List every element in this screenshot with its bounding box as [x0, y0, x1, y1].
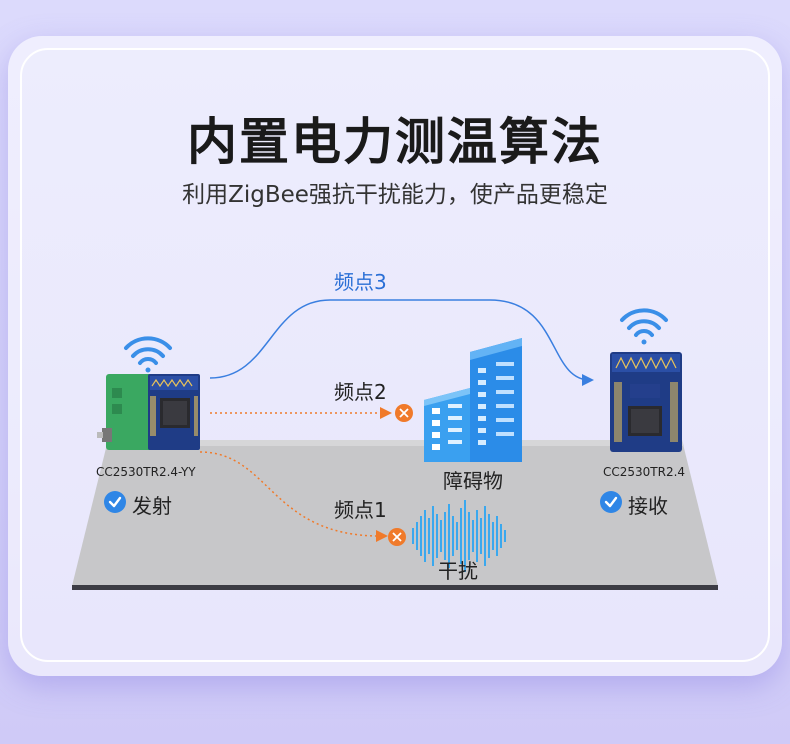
floor-surface	[72, 440, 718, 586]
freq1-label: 频点1	[334, 498, 387, 522]
receiver-model: CC2530TR2.4	[603, 465, 686, 479]
x-circle-icon	[388, 528, 406, 546]
transmitter-role: 发射	[132, 494, 172, 518]
x-circle-icon	[395, 404, 413, 422]
page-title: 内置电力测温算法	[187, 113, 603, 171]
transmitter-model: CC2530TR2.4-YY	[96, 465, 196, 479]
floor-top-edge	[106, 440, 684, 446]
transmitter-module	[97, 374, 200, 450]
building-icon	[424, 338, 522, 462]
receiver-role: 接收	[628, 494, 668, 518]
wifi-icon	[620, 308, 668, 345]
freq3-path	[209, 299, 591, 381]
freq2-label: 频点2	[334, 380, 387, 404]
floor-edge	[72, 585, 718, 590]
receiver-module	[610, 352, 682, 452]
page-subtitle: 利用ZigBee强抗干扰能力，使产品更稳定	[182, 182, 608, 208]
waveform-icon	[412, 500, 506, 572]
interference-label: 干扰	[438, 559, 478, 583]
wifi-icon	[124, 336, 172, 373]
freq3-arrowhead	[582, 374, 594, 386]
freq1-arrowhead	[376, 530, 388, 542]
freq2-arrowhead	[380, 407, 392, 419]
obstacle-label: 障碍物	[443, 469, 503, 493]
freq3-label: 频点3	[334, 270, 387, 294]
check-circle-icon	[600, 491, 622, 513]
check-circle-icon	[104, 491, 126, 513]
